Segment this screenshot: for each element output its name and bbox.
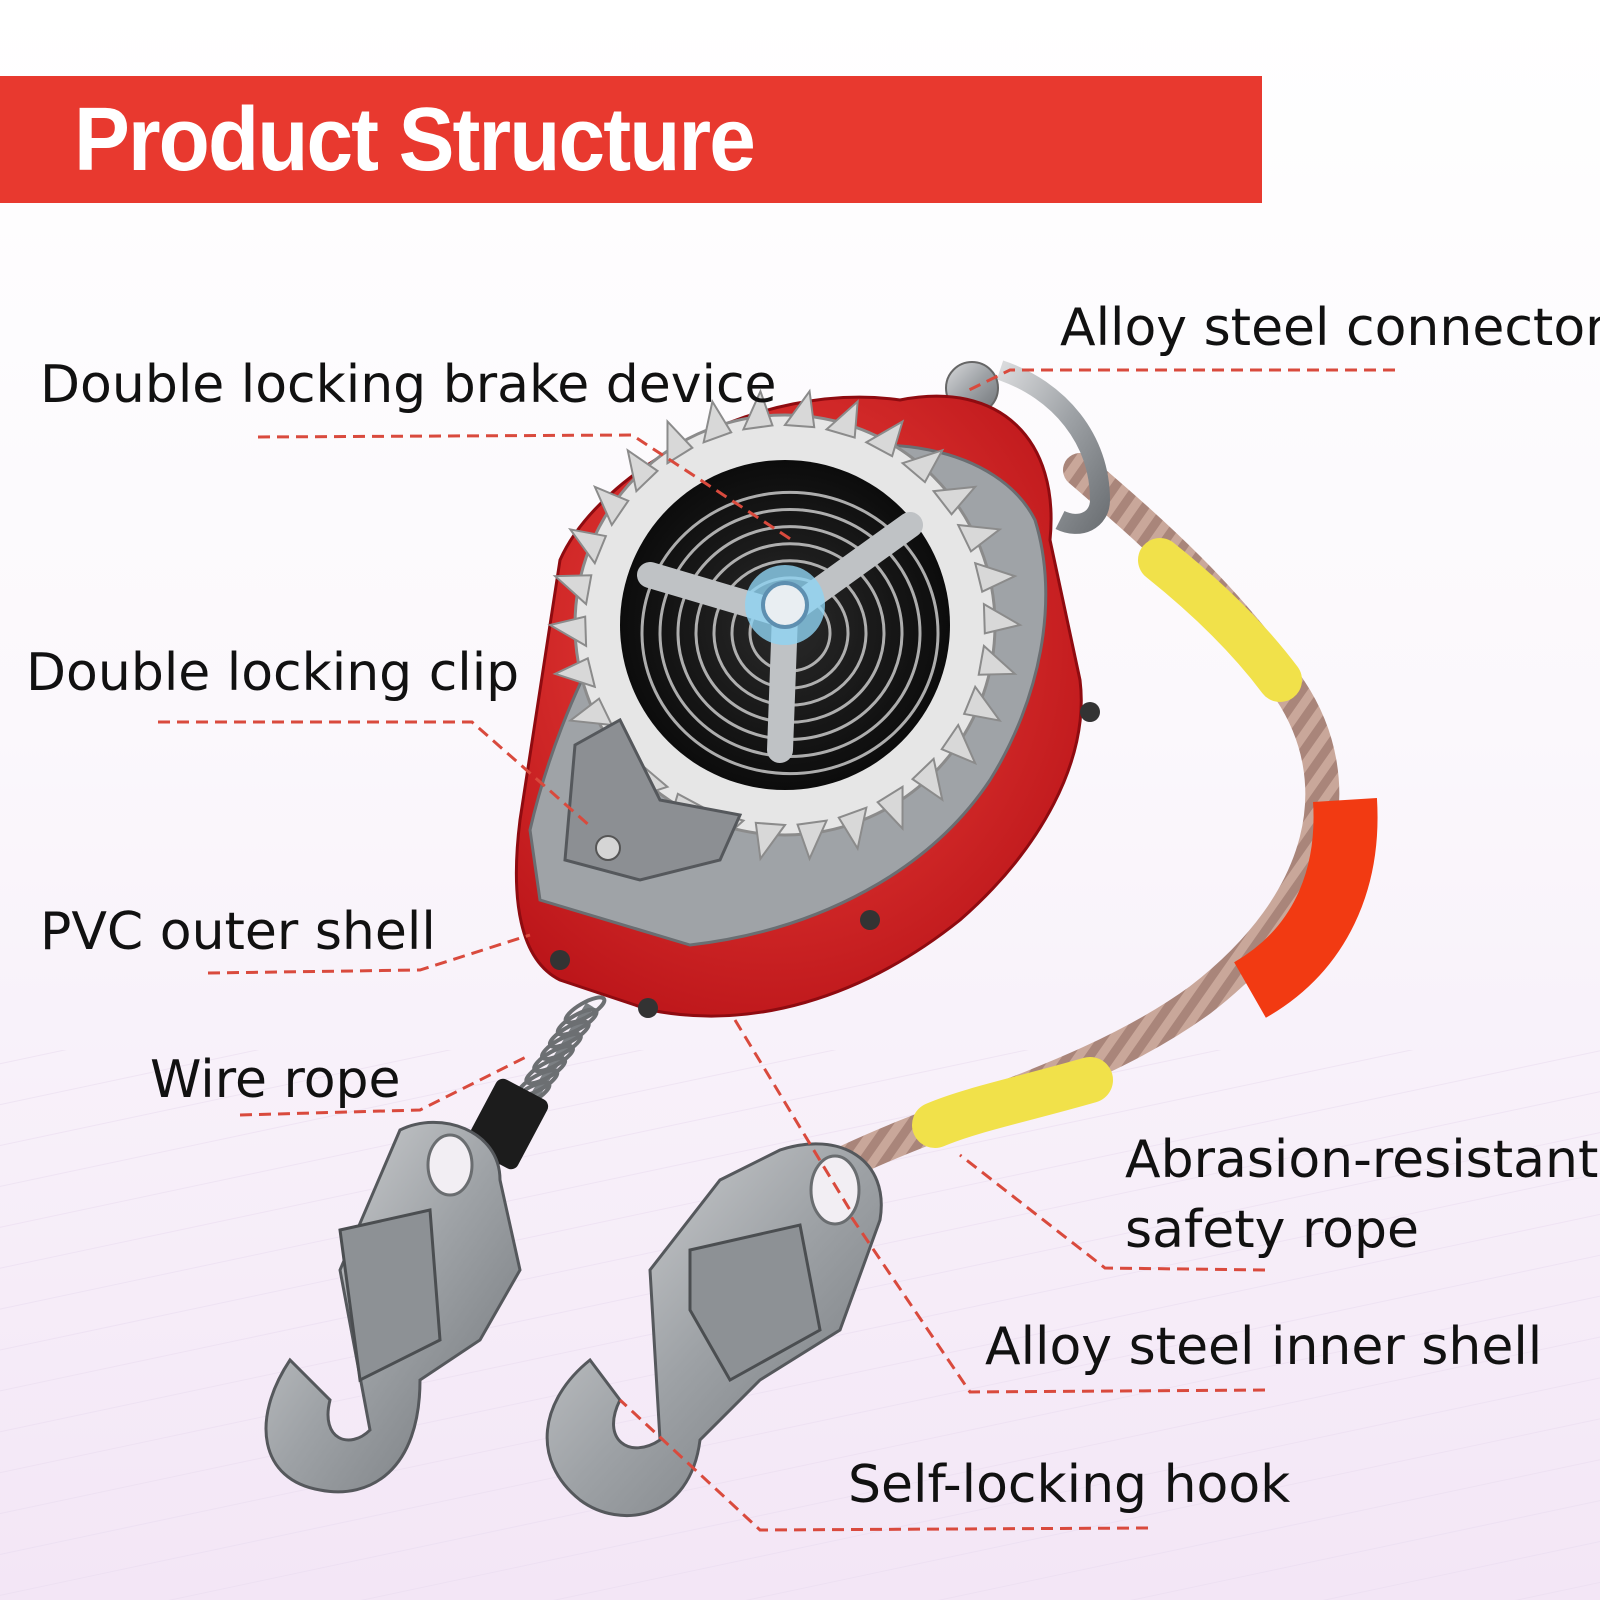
gear-tooth	[824, 399, 859, 439]
gear-tooth	[876, 785, 904, 832]
self-locking-hook-left	[264, 1120, 522, 1494]
gear-tooth	[592, 484, 630, 528]
gear-tooth	[796, 819, 829, 862]
gear-tooth	[962, 684, 1002, 723]
gear-tooth	[567, 697, 614, 727]
gear-tooth	[940, 722, 978, 766]
abrasion-resistant-safety-rope	[813, 453, 1378, 1187]
label-self-locking-hook: Self-locking hook	[848, 1455, 1291, 1515]
coil-ring	[640, 490, 940, 776]
title-banner	[0, 76, 1262, 203]
gear-tooth	[552, 574, 593, 607]
gear-tooth	[982, 602, 1023, 635]
page-title: Product Structure	[74, 90, 756, 190]
double-locking-brake-device	[547, 388, 1023, 862]
gear-tooth	[626, 448, 660, 494]
gear-tooth	[666, 418, 694, 465]
gear-tooth	[568, 527, 608, 566]
label-wire-rope: Wire rope	[150, 1050, 401, 1110]
gear-tooth	[977, 643, 1018, 676]
gear-tooth	[754, 821, 787, 862]
gear-tooth	[864, 419, 905, 458]
label-safety-rope: safety rope	[1125, 1200, 1419, 1260]
housing-screws	[550, 702, 1100, 1018]
gear-tooth	[956, 523, 1003, 553]
gear-tooth	[837, 806, 868, 852]
label-alloy-steel-inner-shell: Alloy steel inner shell	[985, 1317, 1543, 1377]
gear-tooth	[552, 656, 597, 689]
gear-tooth	[547, 615, 588, 648]
gear-tooth	[783, 388, 816, 429]
double-locking-clip	[563, 717, 743, 882]
gear-tooth	[931, 485, 978, 516]
label-pvc-outer-shell: PVC outer shell	[40, 902, 436, 962]
gear-tooth	[741, 388, 774, 431]
gear-tooth	[910, 756, 944, 802]
label-alloy-steel-connector: Alloy steel connector	[1060, 298, 1600, 358]
gear-tooth	[702, 398, 733, 444]
leader-lines	[158, 368, 1395, 1532]
label-double-locking-clip: Double locking clip	[26, 643, 520, 703]
gear-tooth	[973, 561, 1018, 594]
label-double-locking-brake-device: Double locking brake device	[40, 355, 777, 415]
gear-tooth	[900, 448, 945, 484]
label-abrasion-resistant: Abrasion-resistant	[1125, 1130, 1599, 1190]
